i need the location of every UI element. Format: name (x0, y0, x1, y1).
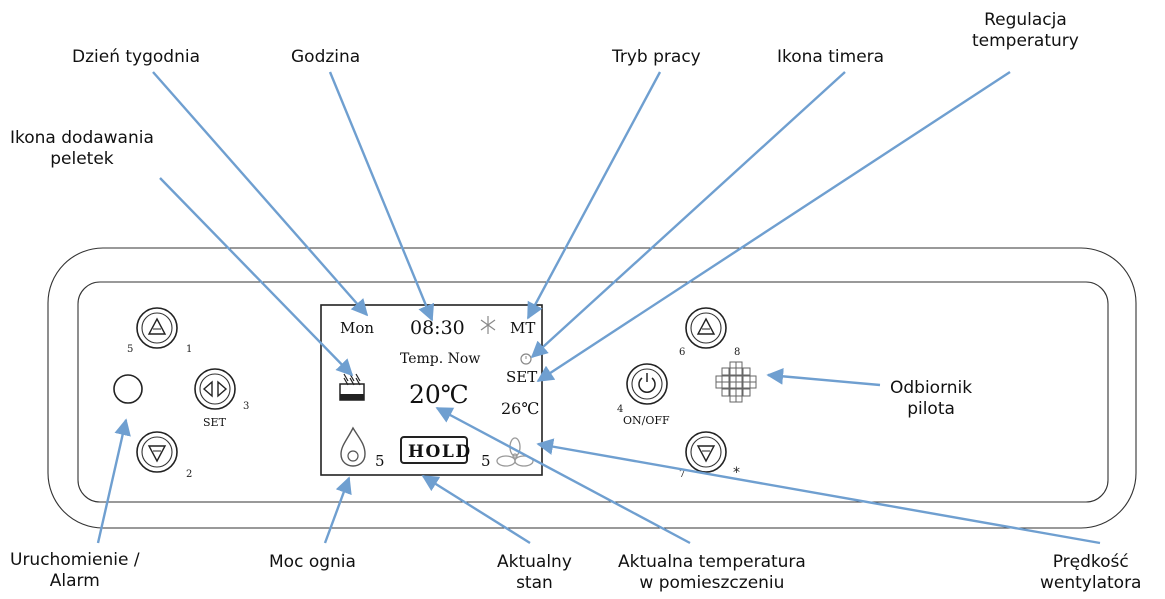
left-up-num-a: 5 (127, 344, 133, 355)
panel-inner-frame (77, 281, 1109, 503)
left-right-button[interactable] (194, 368, 236, 410)
label-start-alarm-line2: Alarm (49, 571, 100, 591)
arrow-day-of-week (152, 71, 369, 317)
arrow-temp-regulation (536, 70, 1011, 383)
label-hour: Godzina (291, 47, 361, 67)
lcd-set-label: SET (506, 368, 537, 386)
label-current-state-line2: stan (516, 573, 553, 593)
label-temp-regulation: Regulacja temperatury (972, 10, 1079, 52)
lcd-current-temp: 20℃ (409, 380, 469, 409)
lcd-temp-now-label: Temp. Now (400, 351, 480, 367)
label-fan-speed-line2: wentylatora (1040, 573, 1142, 593)
power-button-label: ON/OFF (623, 414, 670, 427)
label-current-state-line1: Aktualny (497, 552, 572, 572)
power-button[interactable] (626, 363, 668, 405)
arrow-fan-speed (536, 438, 1101, 545)
snowflake-icon (480, 316, 496, 334)
arrow-start-alarm (96, 418, 131, 544)
arrow-current-temp (435, 406, 691, 545)
right-down-num: 7 (679, 469, 685, 480)
label-pellet-icon: Ikona dodawania peletek (10, 128, 154, 170)
label-pellet-icon-line1: Ikona dodawania (10, 128, 154, 148)
label-start-alarm: Uruchomienie / Alarm (10, 550, 140, 592)
arrow-pellet-icon (159, 177, 354, 377)
alarm-button[interactable] (113, 374, 143, 404)
set-button-label: SET (203, 416, 227, 429)
left-right-num: 3 (243, 401, 249, 412)
label-remote-receiver: Odbiornik pilota (890, 378, 972, 420)
label-current-temp-line1: Aktualna temperatura (618, 552, 806, 572)
asterisk-icon: * (733, 465, 740, 481)
left-up-num-b: 1 (186, 344, 192, 355)
arrow-fire-power (323, 476, 352, 544)
lcd-status: HOLD (408, 442, 472, 462)
lcd-fire-level: 5 (375, 452, 385, 470)
left-down-num: 2 (186, 469, 192, 480)
label-work-mode: Tryb pracy (612, 47, 701, 67)
label-timer-icon: Ikona timera (777, 47, 885, 67)
right-up-num-a: 6 (679, 347, 685, 358)
label-pellet-icon-line2: peletek (50, 149, 114, 169)
left-down-button[interactable] (136, 431, 178, 473)
label-fan-speed: Prędkość wentylatora (1040, 552, 1141, 594)
label-start-alarm-line1: Uruchomienie / (10, 550, 140, 570)
pellet-icon (339, 373, 365, 401)
label-remote-receiver-line2: pilota (907, 399, 955, 419)
lcd-status-box (400, 436, 468, 464)
arrow-timer-icon (530, 71, 846, 359)
lcd-mode: MT (510, 319, 535, 337)
timer-icon (520, 353, 532, 365)
lcd-set-temp: 26℃ (501, 399, 539, 418)
flame-icon (340, 426, 366, 467)
power-num: 4 (617, 404, 623, 415)
arrow-work-mode (526, 71, 662, 320)
right-down-button[interactable] (685, 431, 727, 473)
lcd-time: 08:30 (410, 317, 465, 339)
lcd-day: Mon (340, 319, 374, 337)
label-temp-regulation-line2: temperatury (972, 31, 1079, 51)
right-up-num-b: 8 (734, 347, 740, 358)
lcd-fan-level: 5 (481, 452, 491, 470)
label-current-state: Aktualny stan (497, 552, 572, 594)
remote-receiver-grid (715, 361, 757, 403)
arrow-remote-receiver (766, 367, 881, 387)
label-temp-regulation-line1: Regulacja (984, 10, 1067, 30)
label-current-temp-line2: w pomieszczeniu (639, 573, 785, 593)
left-up-button[interactable] (136, 307, 178, 349)
label-fire-power: Moc ognia (269, 552, 356, 572)
panel-outer-frame (47, 247, 1137, 529)
arrow-hour (328, 71, 435, 322)
arrow-current-state (421, 474, 531, 545)
label-fan-speed-line1: Prędkość (1052, 552, 1129, 572)
right-up-button[interactable] (685, 307, 727, 349)
label-day-of-week: Dzień tygodnia (72, 47, 200, 67)
label-current-temp: Aktualna temperatura w pomieszczeniu (618, 552, 806, 594)
label-remote-receiver-line1: Odbiornik (890, 378, 973, 398)
